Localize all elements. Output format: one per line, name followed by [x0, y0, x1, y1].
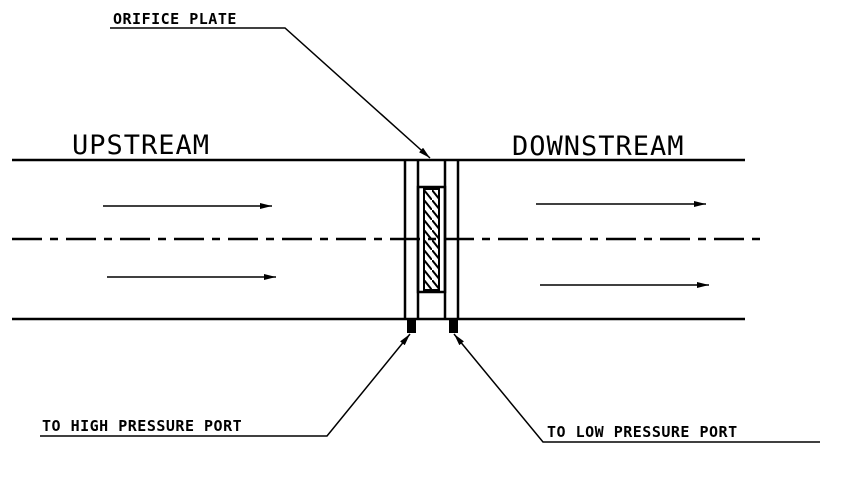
orifice-plate-label: ORIFICE PLATE [113, 10, 237, 28]
orifice-plate [423, 188, 440, 291]
downstream-label: DOWNSTREAM [512, 131, 685, 162]
high-pressure-port-label: TO HIGH PRESSURE PORT [42, 417, 242, 435]
low-pressure-tap [449, 320, 458, 333]
orifice-flange-assembly [403, 160, 460, 319]
upstream-label: UPSTREAM [72, 130, 210, 161]
high-pressure-tap [407, 320, 416, 333]
high-port-leader [40, 333, 411, 437]
orifice-plate-leader [110, 27, 431, 159]
low-port-leader [453, 333, 820, 443]
low-pressure-port-label: TO LOW PRESSURE PORT [547, 423, 738, 441]
